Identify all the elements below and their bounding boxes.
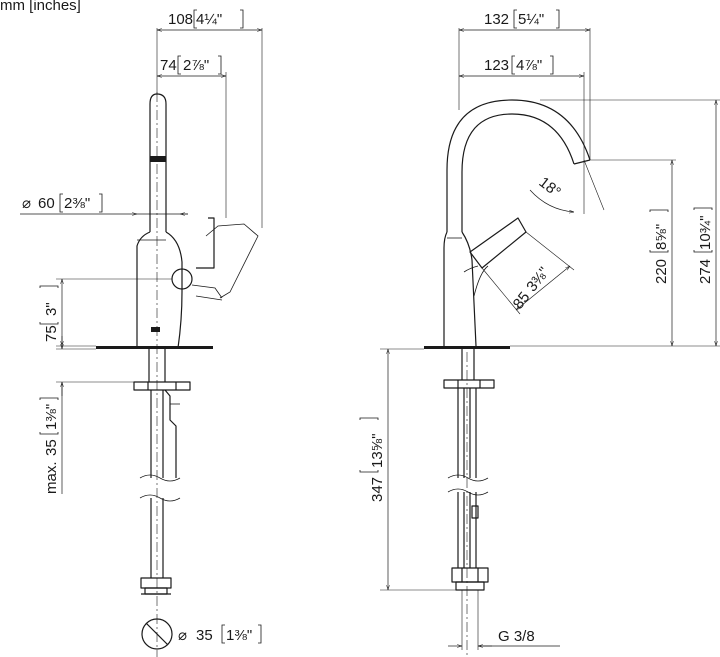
dim-85-mm: 85 [510,289,534,313]
dim-75-mm: 75 [43,325,60,342]
dim-75-inch: 3" [43,302,60,316]
units-label: mm [inches] [0,0,81,14]
dim-85-inch: 3⅜" [523,264,553,295]
dim-220-mm: 220 [653,259,670,284]
dim-274-mm: 274 [697,259,714,284]
dim-hole-diameter-symbol: ⌀ [178,627,187,644]
front-view [96,92,259,657]
dim-123-mm: 123 [484,57,509,74]
dim-108-inch: 4¼" [196,11,222,28]
dim-g-thread: G 3/8 [498,628,535,645]
dim-274-inch: 10¾" [697,215,714,250]
dim-diameter-symbol: ⌀ [22,195,31,212]
dim-max-prefix: max. [43,461,60,494]
dim-74-mm: 74 [160,57,177,74]
dim-74-inch: 2⅞" [183,57,209,74]
dim-35-inch: 1⅜" [43,404,60,430]
dim-220-inch: 8⅝" [653,224,670,250]
dim-132-mm: 132 [484,11,509,28]
dim-123-inch: 4⅞" [516,57,542,74]
dim-hole-35-mm: 35 [196,627,213,644]
dim-18-angle: 18° [536,174,564,201]
side-view-dimensions: 132 5¼" 123 4⅞" 18° 85 3⅜" 220 8⅝" [359,9,720,650]
dim-347-inch: 13⅝" [369,433,386,468]
front-view-dimensions: 108 4¼" 74 2⅞" ⌀ 60 2⅜" 75 3" [20,9,263,644]
dim-hole-35-inch: 1⅜" [226,627,252,644]
dim-132-inch: 5¼" [518,11,544,28]
dim-347-mm: 347 [369,477,386,502]
dim-108-mm: 108 [168,11,193,28]
dim-35-mm: 35 [43,439,60,456]
dim-60-mm: 60 [38,195,55,212]
dim-60-inch: 2⅜" [64,195,90,212]
side-view [424,99,591,657]
